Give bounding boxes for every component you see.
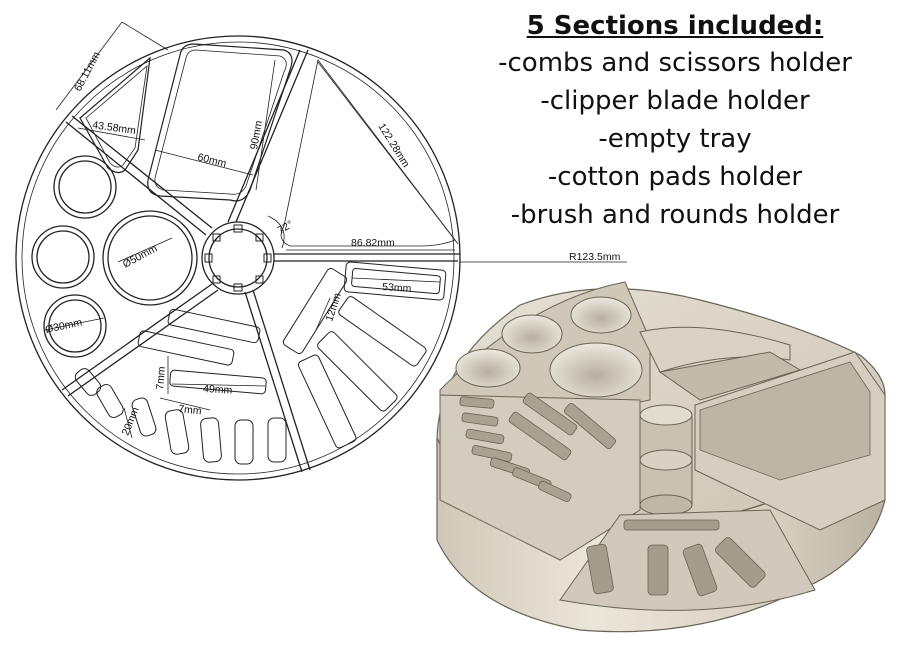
dim-label: 72°	[276, 218, 296, 236]
round-holes-3d	[455, 296, 643, 398]
divider-walls	[61, 49, 460, 473]
dim-label: Ø50mm	[121, 242, 160, 270]
sections-title: 5 Sections included:	[526, 11, 824, 41]
top-view	[15, 21, 627, 481]
empty-tray	[280, 59, 456, 247]
section-item: -empty tray	[598, 124, 752, 154]
dim-label: 49mm	[203, 383, 233, 397]
dimension-lines	[44, 21, 627, 439]
dim-label: R123.5mm	[569, 251, 621, 263]
dim-label: 68.11mm	[72, 50, 103, 94]
inner-rim	[21, 41, 455, 475]
blade-slots-right	[282, 261, 447, 449]
dim-label: 60mm	[196, 151, 227, 170]
brush-slots	[74, 308, 287, 465]
dim-label: 53mm	[382, 281, 412, 295]
sections-caption: 5 Sections included: -combs and scissors…	[470, 8, 880, 234]
dim-label: 7mm	[178, 403, 203, 417]
dim-label: 122.28mm	[375, 121, 412, 170]
center-hole	[208, 228, 268, 288]
section-item: -cotton pads holder	[547, 162, 803, 192]
center-hub	[201, 221, 275, 295]
round-holders	[31, 155, 198, 358]
sections-list: -combs and scissors holder -clipper blad…	[470, 44, 880, 234]
dim-label: 86.82mm	[351, 237, 395, 249]
slots-3d-left	[459, 392, 617, 503]
section-item: -combs and scissors holder	[498, 48, 852, 78]
section-item: -brush and rounds holder	[510, 200, 840, 230]
dim-label: 7mm	[154, 366, 168, 391]
outer-rim	[15, 35, 461, 481]
hub-notches	[204, 224, 272, 292]
dim-label: 90mm	[248, 119, 265, 150]
section-item: -clipper blade holder	[540, 86, 810, 116]
scissors-tray	[147, 43, 293, 202]
slots-3d-front	[586, 519, 766, 597]
comb-pocket	[79, 56, 151, 174]
render-3d	[436, 281, 886, 633]
